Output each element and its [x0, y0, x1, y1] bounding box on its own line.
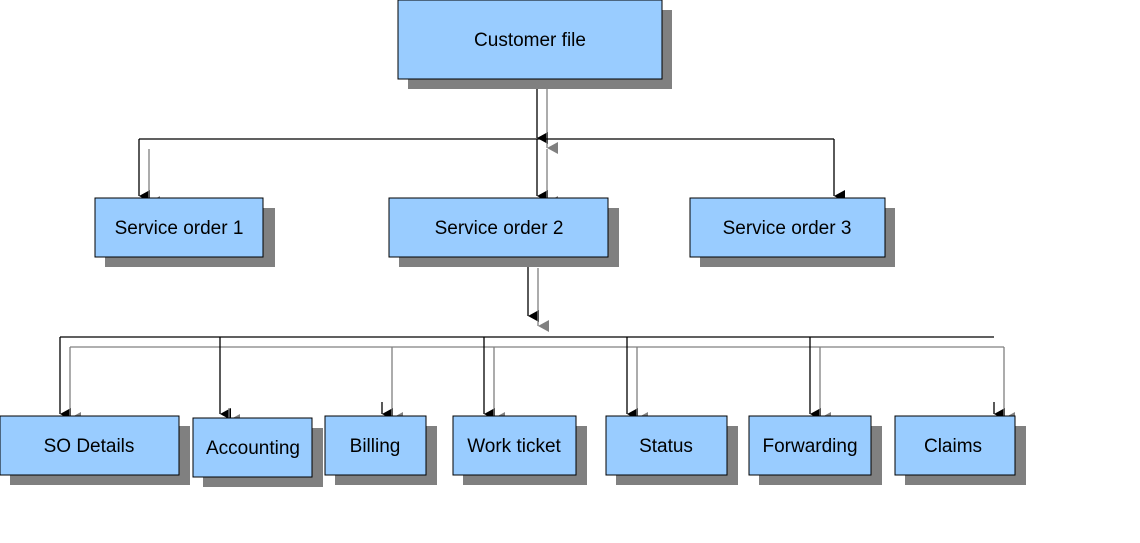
service-order-3-node: Service order 3	[689, 197, 895, 267]
service-order-2-label: Service order 2	[435, 218, 564, 239]
customer-file-node: Customer file	[397, 0, 672, 89]
service-order-3-label: Service order 3	[723, 218, 852, 239]
status-label: Status	[639, 436, 693, 457]
so-details-node: SO Details	[0, 415, 190, 485]
billing-node: Billing	[324, 415, 437, 485]
service-order-1-label: Service order 1	[115, 218, 244, 239]
forwarding-label: Forwarding	[762, 436, 857, 457]
connectors-service-order-2-to-details	[59, 258, 1015, 426]
accounting-node: Accounting	[192, 417, 323, 487]
billing-label: Billing	[350, 436, 401, 457]
connectors-root-to-service-orders	[138, 79, 845, 208]
claims-node: Claims	[894, 415, 1026, 485]
work-ticket-node: Work ticket	[452, 415, 587, 485]
customer-file-label: Customer file	[474, 30, 586, 51]
status-node: Status	[605, 415, 738, 485]
claims-label: Claims	[924, 436, 982, 457]
accounting-label: Accounting	[206, 438, 300, 459]
service-order-2-node: Service order 2	[388, 197, 619, 267]
service-order-1-node: Service order 1	[94, 197, 275, 267]
work-ticket-label: Work ticket	[467, 436, 561, 457]
so-details-label: SO Details	[44, 436, 135, 457]
forwarding-node: Forwarding	[748, 415, 882, 485]
